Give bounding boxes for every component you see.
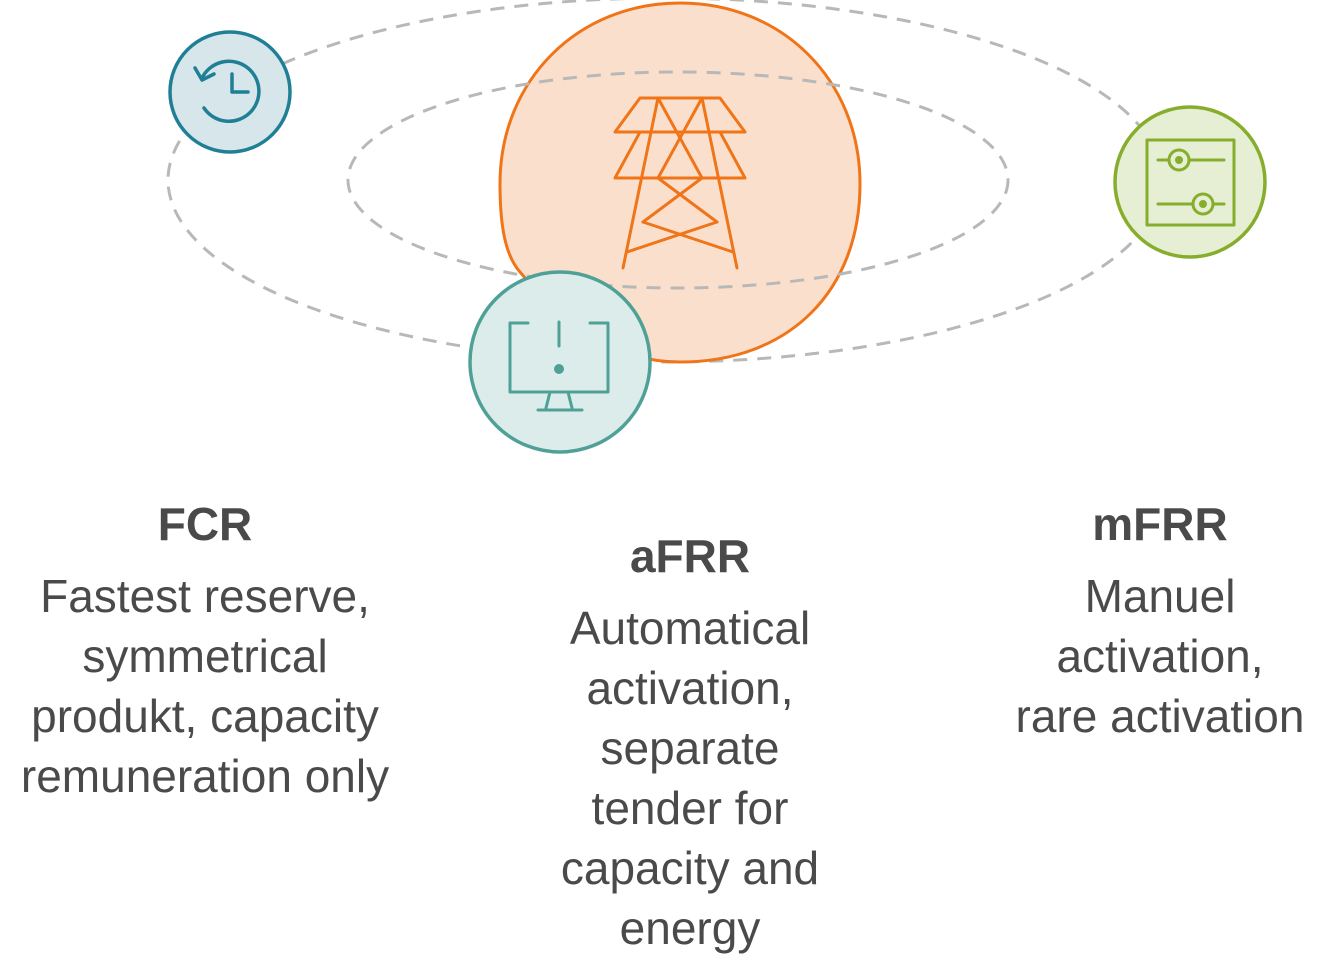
fcr-desc-line: remuneration only bbox=[20, 750, 390, 802]
monitor-alert-icon bbox=[508, 320, 610, 412]
fcr-desc-line: produkt, capacity bbox=[31, 690, 379, 742]
mfrr-desc-line: activation, bbox=[1056, 630, 1264, 682]
fcr-description: Fastest reserve, symmetrical produkt, ca… bbox=[0, 566, 410, 806]
fcr-desc-line: Fastest reserve, bbox=[40, 570, 370, 622]
mfrr-circle bbox=[1113, 105, 1267, 259]
mfrr-desc-line: rare activation bbox=[1015, 690, 1305, 742]
monitor-node bbox=[468, 270, 652, 454]
afrr-column: aFRR Automatical activation, separate te… bbox=[530, 528, 850, 958]
control-sliders-icon bbox=[1145, 138, 1236, 227]
afrr-desc-line: tender for bbox=[591, 782, 789, 834]
mfrr-description: Manuel activation, rare activation bbox=[1000, 566, 1320, 746]
afrr-desc-line: separate bbox=[600, 722, 780, 774]
afrr-desc-line: energy bbox=[619, 902, 761, 954]
monitor-alert-dot bbox=[554, 364, 564, 374]
fcr-column: FCR Fastest reserve, symmetrical produkt… bbox=[0, 496, 410, 806]
afrr-title: aFRR bbox=[629, 530, 751, 582]
mfrr-title: mFRR bbox=[1092, 498, 1228, 550]
mfrr-node bbox=[1113, 105, 1267, 259]
afrr-desc-line: capacity and bbox=[560, 842, 820, 894]
mfrr-column: mFRR Manuel activation, rare activation bbox=[1000, 496, 1320, 746]
reserve-orbit-diagram bbox=[166, 0, 1267, 454]
afrr-description: Automatical activation, separate tender … bbox=[530, 598, 850, 958]
fcr-title: FCR bbox=[157, 498, 253, 550]
inner-orbit bbox=[346, 70, 1010, 290]
afrr-desc-line: activation, bbox=[586, 662, 794, 714]
fcr-desc-line: symmetrical bbox=[82, 630, 328, 682]
fcr-node bbox=[168, 30, 292, 154]
clock-history-icon bbox=[193, 59, 261, 123]
power-pylon-icon bbox=[613, 96, 747, 270]
fcr-circle bbox=[168, 30, 292, 154]
monitor-circle bbox=[468, 270, 652, 454]
afrr-desc-line: Automatical bbox=[569, 602, 811, 654]
mfrr-desc-line: Manuel bbox=[1084, 570, 1236, 622]
